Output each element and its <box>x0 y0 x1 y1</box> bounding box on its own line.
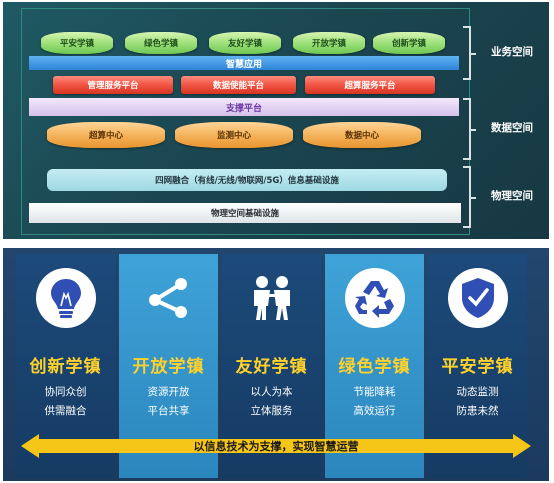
service-platform: 超算服务平台 <box>305 76 435 94</box>
values-panel: 创新学镇 协同众创 供需融合 开放学镇 资源开放 平台共享 <box>3 248 549 481</box>
app-cylinder: 创新学镇 <box>373 32 445 54</box>
data-center-cylinder: 监测中心 <box>175 122 293 148</box>
value-line: 以人为本 <box>250 386 293 398</box>
service-platform: 数据使能平台 <box>181 76 296 94</box>
physical-space-label: 物理空间 <box>491 190 533 202</box>
architecture-panel: 平安学镇 绿色学镇 友好学镇 开放学镇 创新学镇 智慧应用 管理服务平台 数据使… <box>3 2 549 239</box>
double-arrow-banner <box>21 434 531 458</box>
value-title: 创新学镇 <box>29 357 102 377</box>
lightbulb-icon <box>36 268 96 328</box>
support-platform-layer: 支撑平台 <box>29 98 459 116</box>
network-infrastructure-layer: 四网融合（有线/无线/物联网/5G）信息基础设施 <box>47 169 447 191</box>
physical-infrastructure-layer: 物理空间基础设施 <box>29 203 461 223</box>
people-icon <box>242 268 302 328</box>
business-space-bracket <box>463 26 476 80</box>
value-title: 友好学镇 <box>235 357 308 377</box>
recycle-icon <box>345 268 405 328</box>
business-space-label: 业务空间 <box>491 46 533 58</box>
value-line: 立体服务 <box>250 405 293 417</box>
value-line: 协同众创 <box>44 386 87 398</box>
value-line: 防患未然 <box>456 405 499 417</box>
value-line: 供需融合 <box>44 405 87 417</box>
shield-check-icon <box>448 268 508 328</box>
app-cylinder: 平安学镇 <box>41 32 113 54</box>
data-center-cylinder: 数据中心 <box>303 122 421 148</box>
value-title: 绿色学镇 <box>338 357 411 377</box>
value-title: 平安学镇 <box>441 357 514 377</box>
value-line: 节能降耗 <box>353 386 396 398</box>
data-space-label: 数据空间 <box>491 122 533 134</box>
app-cylinder: 绿色学镇 <box>125 32 197 54</box>
data-center-cylinder: 超算中心 <box>47 122 165 148</box>
app-cylinder: 友好学镇 <box>209 32 281 54</box>
value-line: 动态监测 <box>456 386 499 398</box>
service-platform: 管理服务平台 <box>53 76 173 94</box>
value-line: 高效运行 <box>353 405 396 417</box>
share-icon <box>139 268 199 328</box>
value-title: 开放学镇 <box>132 357 205 377</box>
app-cylinder: 开放学镇 <box>293 32 365 54</box>
value-line: 资源开放 <box>147 386 190 398</box>
data-space-bracket <box>463 98 476 160</box>
banner-text: 以信息技术为支撑，实现智慧运营 <box>193 440 359 453</box>
physical-space-bracket <box>463 166 476 228</box>
value-line: 平台共享 <box>147 405 190 417</box>
smart-application-layer: 智慧应用 <box>29 56 459 70</box>
